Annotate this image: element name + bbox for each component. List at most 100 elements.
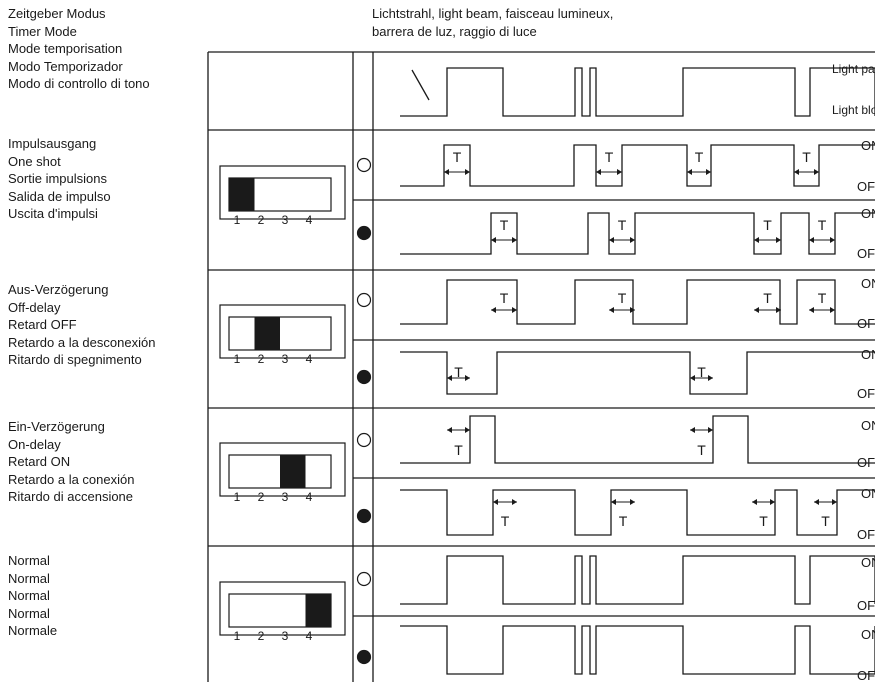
on-label: ON [861,627,875,642]
timer-marker: T [794,149,819,175]
arrowhead-left-icon [447,427,452,433]
switch-number: 4 [306,213,313,227]
timer-t-label: T [697,364,706,380]
dip-switch-frame [219,442,346,497]
arrowhead-left-icon [794,169,799,175]
off-delay-wave-led-on [400,351,875,395]
timer-t-label: T [619,513,628,529]
off-delay-wave-led-off [400,279,875,325]
light-blocked-label: Light blocked [832,103,875,117]
timer-t-label: T [500,217,509,233]
arrowhead-right-icon [465,169,470,175]
timer-t-label: T [618,217,627,233]
on-label: ON [861,276,875,291]
switch-number: 1 [234,213,241,227]
timer-marker: T [491,290,517,313]
timer-t-label: T [763,290,772,306]
switch-number: 3 [282,352,289,366]
dip-switch-lever [229,178,255,211]
timer-marker: T [690,427,713,458]
arrowhead-right-icon [776,307,781,313]
on-delay-wave-led-off [400,415,875,464]
on-label: ON [861,555,875,570]
switch-number: 3 [282,213,289,227]
timer-marker: T [491,217,517,243]
timer-marker: T [609,217,635,243]
beam-caption: Lichtstrahl, light beam, faisceau lumine… [372,6,614,39]
arrowhead-left-icon [491,237,496,243]
dip-switch-lever [305,594,331,627]
led-on-icon [356,225,372,241]
timer-marker: T [754,290,781,313]
arrowhead-left-icon [690,427,695,433]
arrowhead-right-icon [465,375,470,381]
timer-marker: T [690,364,713,381]
arrowhead-left-icon [447,375,452,381]
switch-number: 2 [258,352,265,366]
switch-number: 3 [282,629,289,643]
on-label: ON [861,138,875,153]
timer-t-label: T [763,217,772,233]
beam-wave [400,67,875,117]
arrowhead-left-icon [754,237,759,243]
led-off-icon [356,571,372,587]
off-label: OFF [857,246,875,261]
led-off-icon [356,432,372,448]
timer-marker: T [444,149,470,175]
timer-marker: T [809,217,835,243]
on-delay-wave-led-on [400,489,875,536]
timer-marker: T [814,499,837,529]
light-passed-label: Light passed [832,62,875,76]
arrowhead-right-icon [830,307,835,313]
on-label: ON [861,418,875,433]
switch-number: 1 [234,629,241,643]
switch-number: 2 [258,490,265,504]
off-label: OFF [857,668,875,682]
off-label: OFF [857,598,875,613]
normal-wave-led-off [400,555,875,605]
timer-marker: T [809,290,835,313]
timer-t-label: T [618,290,627,306]
dip-switch-frame [219,165,346,220]
off-label: OFF [857,179,875,194]
arrowhead-right-icon [814,169,819,175]
off-label: OFF [857,527,875,542]
arrowhead-left-icon [596,169,601,175]
arrowhead-left-icon [493,499,498,505]
arrowhead-left-icon [809,307,814,313]
on-label: ON [861,486,875,501]
led-off-icon [356,292,372,308]
arrowhead-left-icon [687,169,692,175]
off-label: OFF [857,455,875,470]
switch-number: 4 [306,352,313,366]
dip-switch-lever [254,317,280,350]
timer-marker: T [752,499,775,529]
timer-marker: T [493,499,517,529]
arrowhead-right-icon [630,307,635,313]
off-label: OFF [857,316,875,331]
timer-t-label: T [454,442,463,458]
normal-wave-led-on [400,625,875,675]
dip-switch-mode-4: 1 2 3 4 [219,581,346,643]
switch-number: 2 [258,629,265,643]
diagram-grid [207,51,875,682]
timer-t-label: T [695,149,704,165]
timer-marker: T [447,427,470,458]
timer-t-label: T [454,364,463,380]
state-labels: Light passedLight blockedONONONONONONONO… [832,62,875,682]
arrowhead-left-icon [809,237,814,243]
timer-t-label: T [818,217,827,233]
arrowhead-right-icon [630,499,635,505]
switch-number: 1 [234,490,241,504]
switch-number: 4 [306,629,313,643]
arrowhead-left-icon [754,307,759,313]
one-shot-wave-led-on [400,212,875,255]
arrowhead-left-icon [491,307,496,313]
timer-t-label: T [500,290,509,306]
